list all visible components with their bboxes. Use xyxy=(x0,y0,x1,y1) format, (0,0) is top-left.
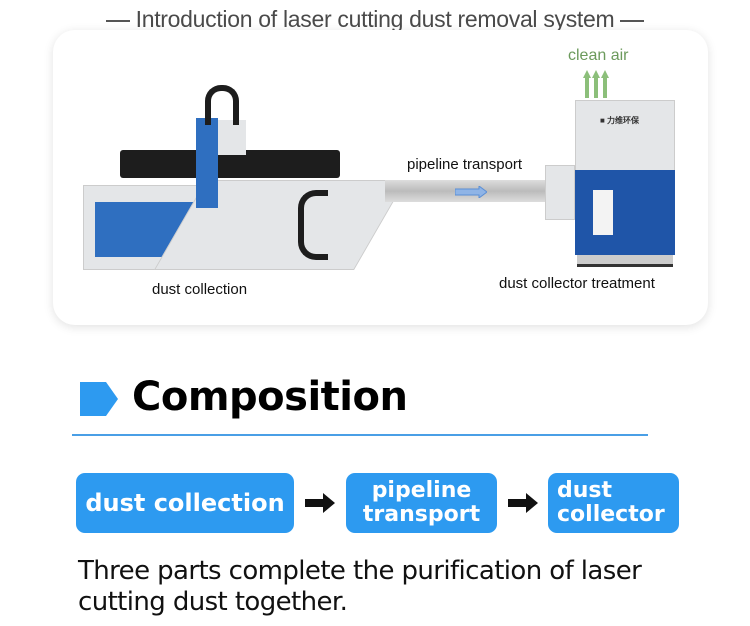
arrow-right-icon xyxy=(508,493,538,513)
pipeline-transport-label: pipeline transport xyxy=(407,156,523,173)
page-title: Introduction of laser cutting dust remov… xyxy=(0,6,750,33)
arrow-right-icon xyxy=(305,493,335,513)
step-label: dust collection xyxy=(85,489,285,517)
flow-arrow-icon xyxy=(454,185,488,199)
clean-air-label: clean air xyxy=(568,47,629,64)
composition-description: Three parts complete the purification of… xyxy=(78,556,642,617)
laser-cutting-machine xyxy=(80,80,406,280)
step-label: transport xyxy=(362,502,481,527)
dust-collector: ■ 力维环保 xyxy=(545,100,685,270)
step-label: pipeline xyxy=(371,478,472,503)
step-label: dust xyxy=(557,478,613,503)
title-text: Introduction of laser cutting dust remov… xyxy=(135,6,615,32)
divider xyxy=(105,19,130,22)
clean-air-arrows-icon xyxy=(583,70,611,98)
section-divider xyxy=(72,434,648,436)
dust-collector-treatment-label: dust collector treatment xyxy=(499,275,655,292)
section-marker-icon xyxy=(80,382,118,416)
dust-collection-label: dust collection xyxy=(152,281,248,298)
step-label: collector xyxy=(557,502,665,527)
brand-logo: ■ 力维环保 xyxy=(600,116,640,125)
section-heading: Composition xyxy=(132,374,408,420)
divider xyxy=(620,19,645,22)
step-dust-collection: dust collection xyxy=(76,473,294,533)
